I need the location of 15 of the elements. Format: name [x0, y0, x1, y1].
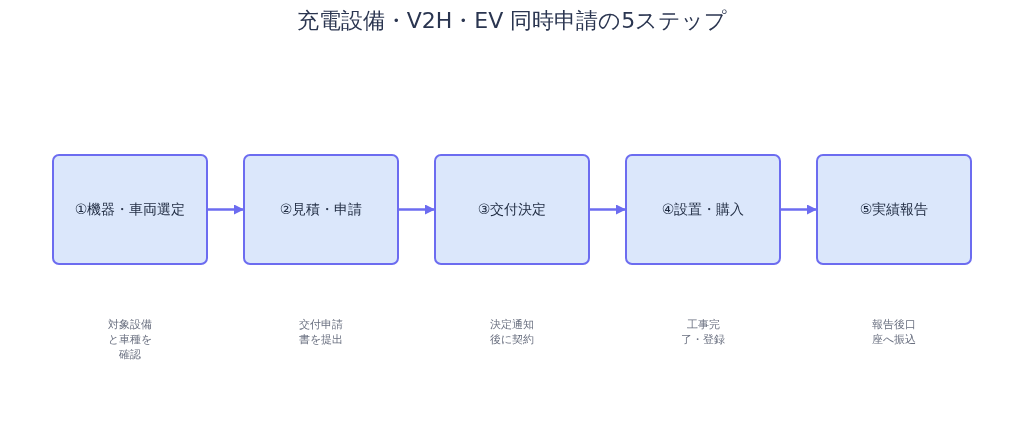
arrow — [781, 204, 817, 215]
arrow — [590, 204, 626, 215]
step-note: 対象設備と車種を確認 — [107, 317, 153, 362]
step-box: ①機器・車両選定 — [52, 154, 208, 265]
step-note: 工事完了・登録 — [680, 317, 726, 347]
step-box: ⑤実績報告 — [816, 154, 972, 265]
step-box: ③交付決定 — [434, 154, 590, 265]
step-note: 交付申請書を提出 — [298, 317, 344, 347]
arrow — [399, 204, 435, 215]
step-box: ④設置・購入 — [625, 154, 781, 265]
step-box: ②見積・申請 — [243, 154, 399, 265]
step-note: 報告後口座へ振込 — [871, 317, 917, 347]
step-note: 決定通知後に契約 — [489, 317, 535, 347]
arrow — [208, 204, 244, 215]
title: 充電設備・V2H・EV 同時申請の5ステップ — [295, 7, 729, 35]
